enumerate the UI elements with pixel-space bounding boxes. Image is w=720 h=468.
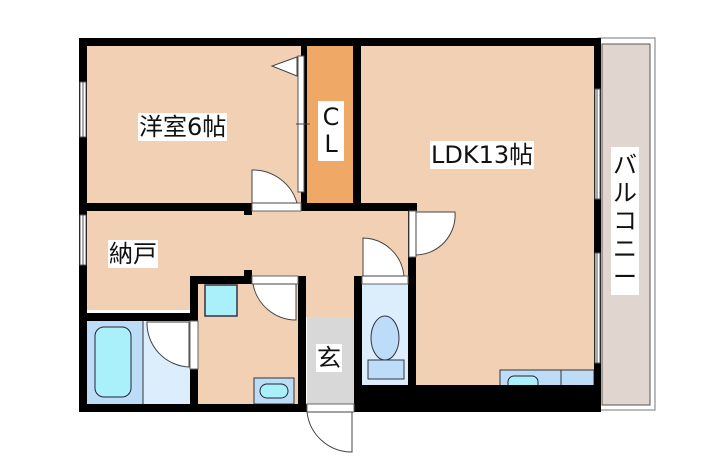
ldk-label: LDK13帖 — [430, 141, 535, 169]
storage-label: 納戸 — [108, 240, 158, 268]
closet-door-swing-icon — [270, 56, 298, 77]
entrance-label: 玄 — [316, 344, 342, 372]
balcony-label-char: バ — [613, 151, 637, 179]
closet-label-l: L — [324, 130, 338, 158]
hall-floor — [306, 260, 354, 317]
bathtub-icon — [94, 326, 132, 398]
balcony-label: バ ル コ ニ ー — [611, 147, 639, 295]
closet-label: C L — [318, 101, 344, 161]
closet-label-c: C — [322, 103, 340, 131]
toilet-bowl-icon — [370, 315, 400, 361]
balcony-label-char: ー — [613, 263, 637, 291]
western-room-label: 洋室6帖 — [138, 113, 228, 141]
balcony-label-char: ル — [613, 179, 637, 207]
balcony-label-char: ニ — [613, 235, 637, 263]
toilet-tank-icon — [367, 359, 405, 380]
door-swings — [146, 169, 456, 453]
windows — [79, 81, 601, 364]
balcony-label-char: コ — [613, 207, 637, 235]
washing-machine-icon — [204, 284, 238, 317]
wash-basin-icon — [259, 383, 289, 399]
